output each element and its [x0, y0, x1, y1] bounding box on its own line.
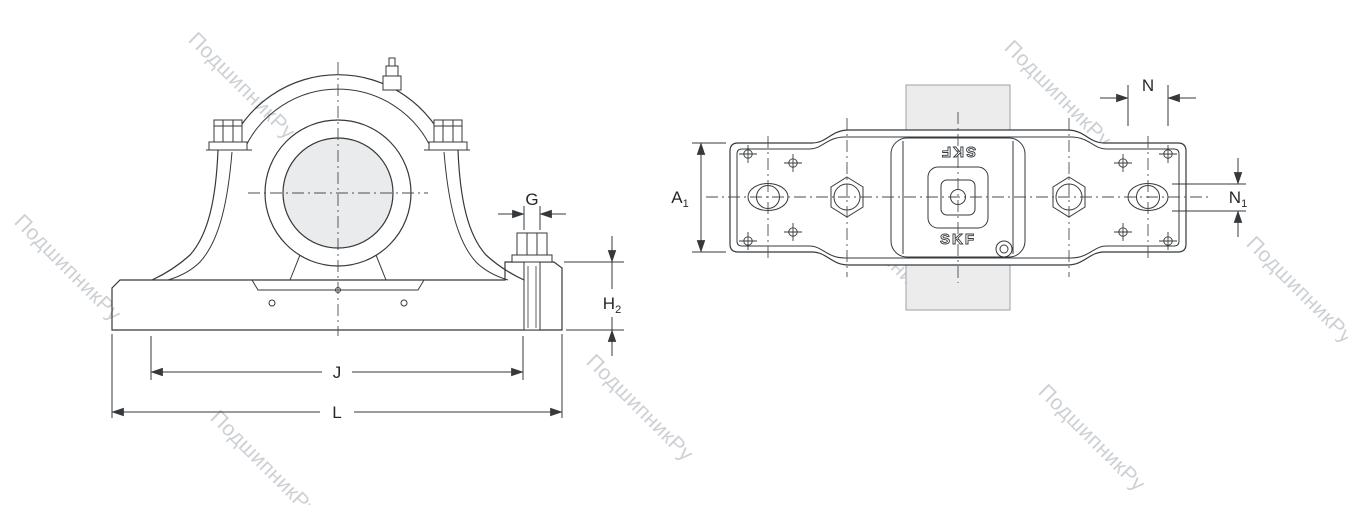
front-view: G H2 J — [111, 57, 624, 422]
cap-bolt-left — [208, 119, 248, 151]
dim-label-h2: H2 — [603, 294, 621, 316]
skf-logo-bottom: SKF — [940, 231, 976, 248]
dim-g — [498, 206, 566, 230]
front-centerlines — [248, 62, 428, 336]
dim-label-a1: A1 — [671, 188, 688, 210]
plan-centerlines — [706, 112, 1210, 283]
dim-label-n1: N1 — [1229, 188, 1247, 210]
dim-n1 — [1172, 158, 1246, 237]
dim-j — [150, 336, 524, 380]
dim-l — [111, 334, 563, 418]
cap-bolt-right — [428, 119, 468, 151]
dim-label-l: L — [332, 403, 341, 422]
grease-nipple — [995, 240, 1013, 258]
dim-label-n: N — [1142, 76, 1154, 95]
housing-base — [111, 261, 563, 331]
dim-label-g: G — [525, 190, 538, 209]
plan-housing-inner — [736, 136, 1180, 259]
dim-h2 — [564, 236, 624, 356]
dim-label-j: J — [333, 363, 342, 382]
corner-holes — [739, 145, 1177, 250]
attachment-bolt — [511, 232, 553, 331]
dim-n — [1100, 85, 1196, 126]
dim-a1 — [692, 142, 726, 253]
plan-view: SKF SKF N — [671, 76, 1247, 311]
plan-housing-outline — [729, 129, 1187, 266]
grease-fitting — [382, 57, 402, 91]
